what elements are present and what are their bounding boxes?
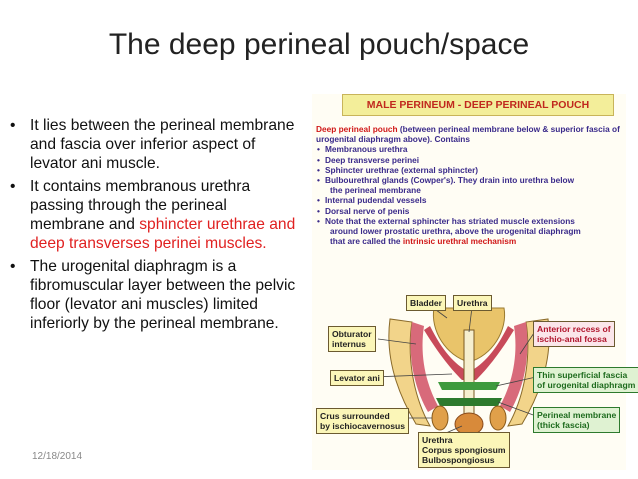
label-line: of urogenital diaphragm <box>537 380 636 390</box>
leader-line <box>468 306 473 333</box>
figure-list-item: Sphincter urethrae (external sphincter) <box>317 165 621 175</box>
slide-date: 12/18/2014 <box>32 451 83 462</box>
bullet-text: It lies between the perineal membrane an… <box>30 117 295 172</box>
leader-line <box>377 338 417 345</box>
label-line: Obturator <box>332 329 372 339</box>
label-obturator-internus: Obturator internus <box>328 326 376 352</box>
crus-left-shape <box>431 405 449 431</box>
label-crus: Crus surrounded by ischiocavernosus <box>316 408 410 434</box>
figure-list-continuation: that are called the intrinsic urethral m… <box>316 236 621 246</box>
figure-cont-pre: that are called the <box>330 236 403 247</box>
label-levator-ani: Levator ani <box>330 370 384 386</box>
label-line: Urethra <box>422 435 453 445</box>
label-bladder: Bladder <box>406 295 446 311</box>
label-line: Corpus spongiosum <box>422 445 506 455</box>
figure-intro-term: Deep perineal pouch <box>316 124 398 134</box>
bullet-item: • The urogenital diaphragm is a fibromus… <box>10 257 302 333</box>
slide-title: The deep perineal pouch/space <box>108 28 530 61</box>
figure-list-continuation: around lower prostatic urethra, above th… <box>330 226 581 237</box>
figure-list-continuation: the perineal membrane <box>330 185 421 196</box>
leader-line <box>497 401 537 417</box>
bullet-item: • It lies between the perineal membrane … <box>10 116 302 173</box>
bullet-dot: • <box>10 258 16 275</box>
bullet-text: The urogenital diaphragm is a fibromuscu… <box>30 258 296 332</box>
figure-list-item: Internal pudendal vessels <box>317 195 621 205</box>
label-line: internus <box>332 339 366 349</box>
bullet-dot: • <box>10 178 16 195</box>
figure-contents-list: Membranous urethra Deep transverse perin… <box>316 144 621 185</box>
label-line: Bulbospongiosus <box>422 455 495 465</box>
figure-intro-rest: (between perineal membrane below & super… <box>316 124 620 145</box>
label-urethra-bottom: Urethra Corpus spongiosum Bulbospongiosu… <box>418 432 510 468</box>
label-line: Thin superficial fascia <box>537 370 628 380</box>
label-line: ischio-anal fossa <box>537 334 607 344</box>
figure-list-item: Deep transverse perinei <box>317 155 621 165</box>
figure-description: Deep perineal pouch (between perineal me… <box>316 124 621 246</box>
label-anterior-recess: Anterior recess of ischio-anal fossa <box>533 321 615 347</box>
obturator-muscle-left <box>410 322 438 412</box>
urethra-shape <box>463 329 475 423</box>
leader-line <box>371 373 453 378</box>
label-line: Perineal membrane <box>537 410 617 420</box>
label-line: (thick fascia) <box>537 420 590 430</box>
figure-list-item: Membranous urethra <box>317 144 621 154</box>
pelvic-diagram <box>371 306 550 441</box>
bullet-highlight-text: sphincter urethrae and deep transverses … <box>30 216 296 252</box>
figure-intro: Deep perineal pouch (between perineal me… <box>316 124 621 144</box>
bullet-dot: • <box>10 117 16 134</box>
figure-title: MALE PERINEUM - DEEP PERINEAL POUCH <box>342 94 614 116</box>
label-line: Crus surrounded <box>320 411 390 421</box>
figure-list-item: Bulbourethral glands (Cowper's). They dr… <box>317 175 621 185</box>
bullet-text: It contains membranous urethra passing t… <box>30 178 251 233</box>
figure-cont-term: intrinsic urethral mechanism <box>402 236 517 247</box>
figure-list-item: Note that the external sphincter has str… <box>317 216 621 226</box>
label-urethra-top: Urethra <box>453 295 492 311</box>
label-line: by ischiocavernosus <box>320 421 406 431</box>
perineal-membrane-layer <box>436 398 502 406</box>
pelvic-wall-left <box>388 318 431 427</box>
anatomy-figure: MALE PERINEUM - DEEP PERINEAL POUCH Deep… <box>312 94 638 470</box>
levator-ani-muscle <box>424 326 514 380</box>
leader-line <box>495 376 537 387</box>
obturator-muscle-right <box>500 322 528 412</box>
crus-right-shape <box>489 405 507 431</box>
figure-contents-list: Internal pudendal vessels Dorsal nerve o… <box>316 195 621 226</box>
bullet-list: • It lies between the perineal membrane … <box>10 116 302 337</box>
label-perineal-membrane: Perineal membrane (thick fascia) <box>533 407 621 433</box>
label-line: Anterior recess of <box>537 324 611 334</box>
label-thin-fascia: Thin superficial fascia of urogenital di… <box>533 367 638 393</box>
urogenital-fascia-layer <box>438 382 500 390</box>
bullet-item: • It contains membranous urethra passing… <box>10 177 302 253</box>
figure-list-item: Dorsal nerve of penis <box>317 206 621 216</box>
